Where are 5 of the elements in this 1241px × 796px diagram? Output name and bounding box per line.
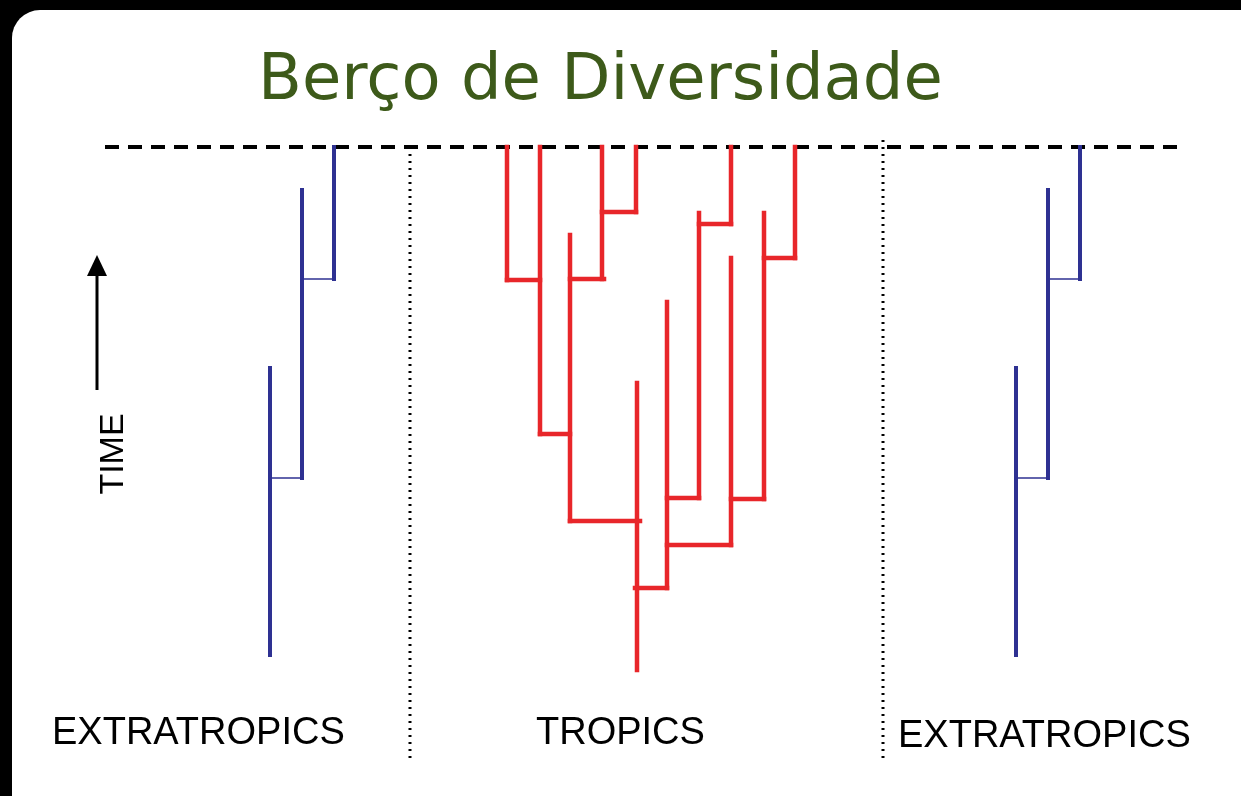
- title: Berço de Diversidade: [258, 45, 943, 109]
- axis-label: TIME: [93, 413, 128, 495]
- region-label: TROPICS: [536, 712, 705, 750]
- region-label: EXTRATROPICS: [52, 712, 345, 750]
- region-label: EXTRATROPICS: [898, 715, 1191, 753]
